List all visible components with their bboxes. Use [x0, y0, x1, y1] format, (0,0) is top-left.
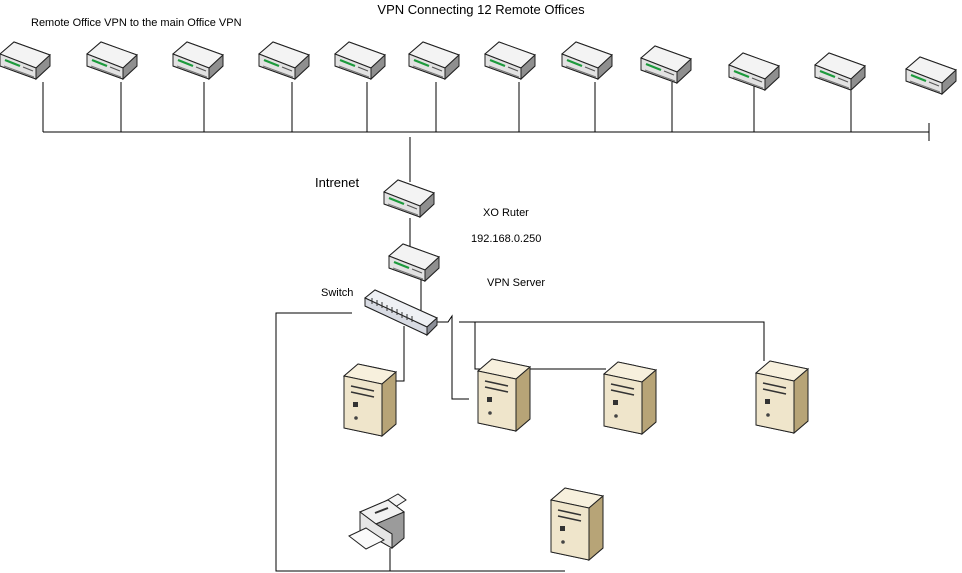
switch-icon	[364, 289, 438, 337]
xo-router-ip-label: 192.168.0.250	[471, 233, 542, 245]
switch-to-server-3	[459, 321, 606, 370]
network-wires	[42, 82, 930, 572]
xo-router-label: XO Ruter	[483, 207, 529, 219]
router-icon	[0, 40, 52, 81]
switch-to-server-4	[475, 321, 765, 361]
router-icon	[727, 51, 781, 92]
switch-to-printer-loop	[275, 312, 565, 572]
remote-office-routers	[0, 40, 958, 96]
router-icon	[483, 40, 537, 81]
switch-label: Switch	[321, 287, 354, 299]
router-icon	[333, 40, 387, 81]
router-icon	[560, 40, 614, 81]
server-tower-icon	[755, 360, 809, 434]
vpn-server-label: VPN Server	[487, 277, 546, 289]
diagram-title: VPN Connecting 12 Remote Offices	[377, 2, 585, 17]
router-icon	[813, 51, 867, 92]
server-tower-icon	[477, 358, 531, 432]
router-icon	[257, 40, 311, 81]
router-icon	[171, 40, 225, 81]
server-tower-icon	[603, 361, 657, 435]
printer-icon	[348, 493, 407, 550]
internet-router-icon	[382, 178, 436, 219]
router-icon	[639, 44, 693, 85]
remote-office-label: Remote Office VPN to the main Office VPN	[31, 17, 242, 29]
server-tower-icon	[550, 487, 604, 561]
xo-router-icon	[387, 242, 441, 283]
router-icon	[85, 40, 139, 81]
switch-to-server-2	[437, 314, 469, 400]
router-icon	[904, 55, 958, 96]
internet-label: Intrenet	[315, 175, 360, 190]
server-tower-icon	[343, 363, 397, 437]
router-icon	[407, 40, 461, 81]
